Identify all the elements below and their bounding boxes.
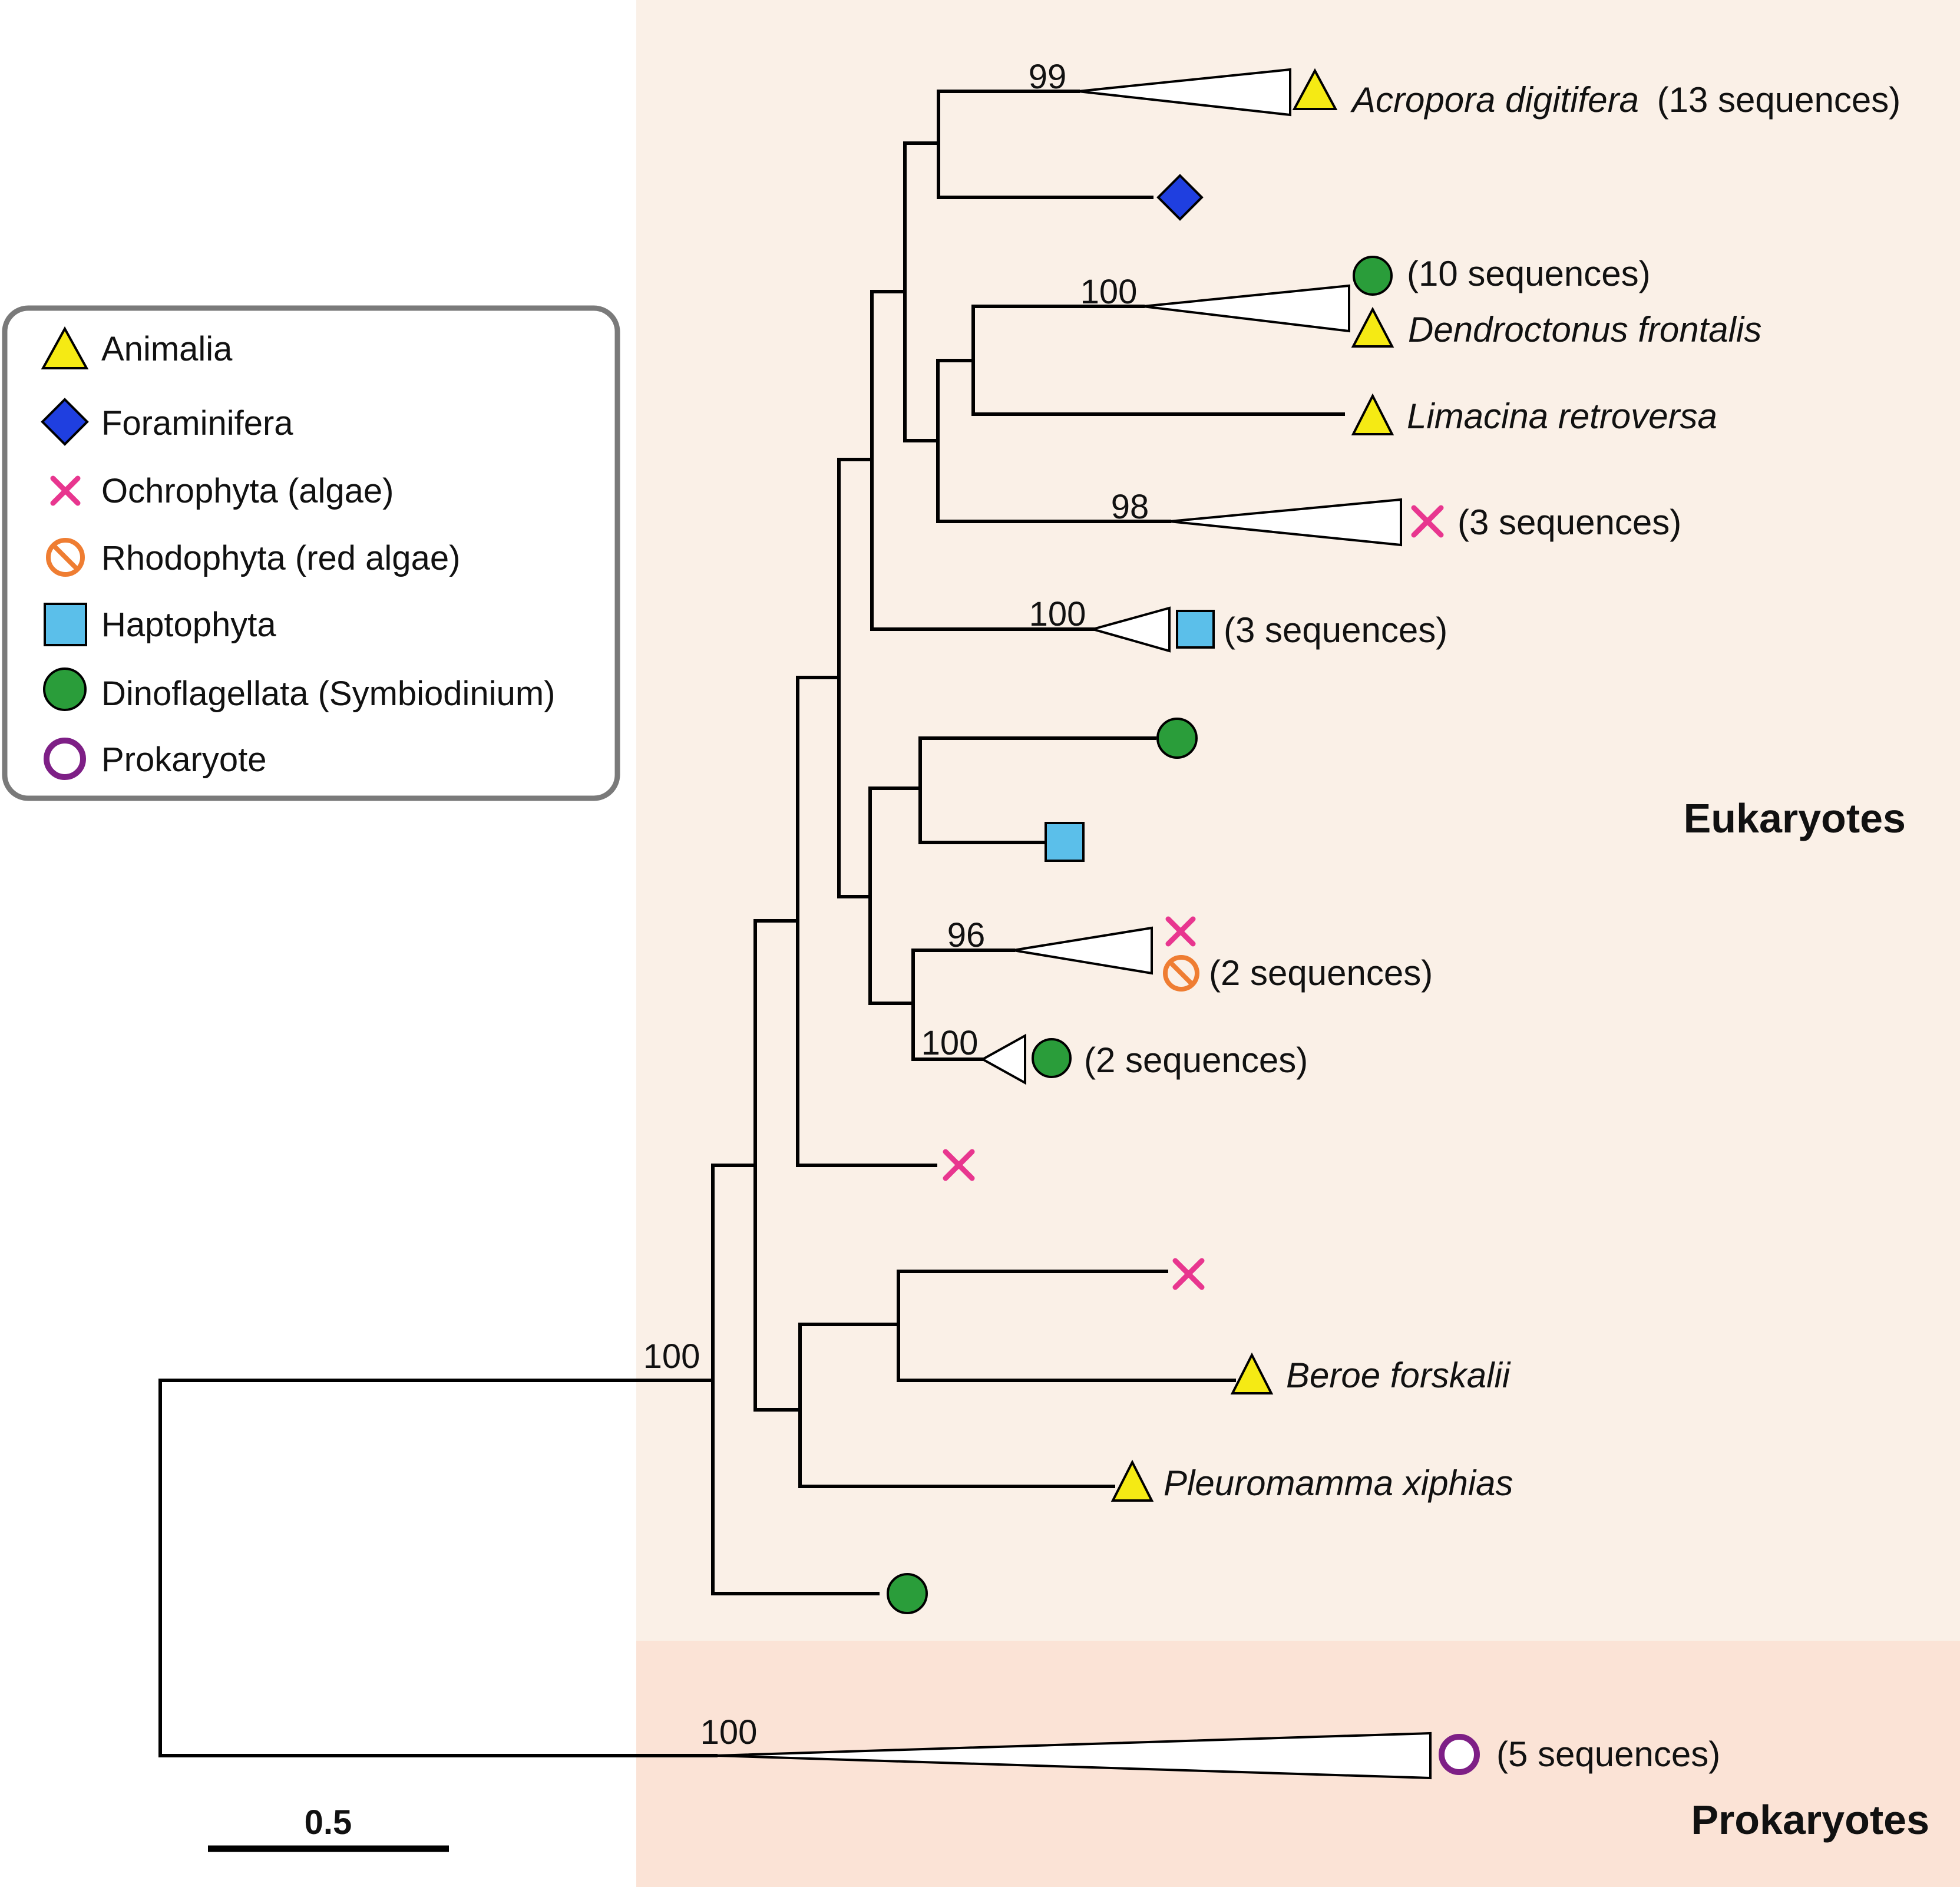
legend-label: Ochrophyta (algae) xyxy=(101,472,394,510)
foraminifera-diamond-icon xyxy=(41,398,89,446)
bootstrap-dino2: 100 xyxy=(921,1024,979,1062)
bootstrap-values: 99 100 98 100 96 100 100 100 xyxy=(643,58,1149,1751)
bootstrap-dendroctonus: 100 xyxy=(1080,273,1138,311)
taxon-count-prok5: (5 sequences) xyxy=(1496,1734,1720,1774)
bootstrap-acropora: 99 xyxy=(1029,58,1067,96)
foraminifera-diamond-icon xyxy=(1156,174,1204,221)
taxon-name-pleuromamma: Pleuromamma xiphias xyxy=(1164,1463,1513,1503)
dinoflagellata-circle-icon xyxy=(1353,256,1393,296)
taxon-label-acropora: Acropora digitifera (13 sequences) xyxy=(1350,80,1900,120)
taxon-count-dino2: (2 sequences) xyxy=(1084,1040,1308,1080)
legend-label: Dinoflagellata (Symbiodinium) xyxy=(101,675,555,713)
bootstrap-hapto3: 100 xyxy=(1029,595,1086,633)
legend-item-ochrophyta: Ochrophyta (algae) xyxy=(50,472,394,510)
wedge-ochro3 xyxy=(1169,498,1402,547)
taxon-name-acropora: Acropora digitifera xyxy=(1350,80,1639,120)
bootstrap-rhodo2: 96 xyxy=(947,916,986,954)
ochrophyta-cross-icon xyxy=(50,475,81,506)
haptophyta-square-icon xyxy=(44,603,87,646)
legend-box xyxy=(2,305,620,801)
legend-label: Foraminifera xyxy=(101,404,293,442)
animalia-triangle-icon xyxy=(1230,1352,1274,1394)
taxon-count-dino10: (10 sequences) xyxy=(1407,254,1651,293)
legend-label: Prokaryote xyxy=(101,741,266,779)
taxon-markers xyxy=(887,68,1480,1775)
legend-item-animalia: Animalia xyxy=(41,326,233,369)
tree-branches xyxy=(158,90,1345,1757)
taxon-count-acropora: (13 sequences) xyxy=(1657,80,1901,120)
legend-item-foraminifera: Foraminifera xyxy=(41,398,293,446)
rhodophyta-no-sign-icon xyxy=(1163,955,1199,992)
haptophyta-square-icon xyxy=(1045,822,1085,862)
legend-item-haptophyta: Haptophyta xyxy=(44,603,276,646)
legend-label: Rhodophyta (red algae) xyxy=(101,539,460,577)
rhodophyta-no-sign-icon xyxy=(46,538,85,577)
prokaryote-ring-icon xyxy=(44,738,86,780)
legend-item-dinoflagellata: Dinoflagellata (Symbiodinium) xyxy=(43,667,555,713)
wedge-prok5 xyxy=(715,1731,1432,1780)
taxon-name-limacina: Limacina retroversa xyxy=(1407,396,1717,436)
dinoflagellata-circle-icon xyxy=(1032,1038,1072,1078)
ochrophyta-cross-icon xyxy=(1411,505,1444,538)
wedge-dino2 xyxy=(980,1033,1026,1085)
wedge-dino10 xyxy=(1142,284,1350,333)
eukaryotes-region xyxy=(636,0,1960,1641)
legend-item-prokaryote: Prokaryote xyxy=(44,738,266,780)
bootstrap-ochro3: 98 xyxy=(1111,488,1149,526)
ochrophyta-cross-icon xyxy=(943,1149,975,1181)
animalia-triangle-icon xyxy=(1110,1459,1154,1502)
haptophyta-square-icon xyxy=(1176,610,1215,649)
taxon-count-hapto3: (3 sequences) xyxy=(1224,610,1447,650)
bootstrap-euk-root: 100 xyxy=(643,1337,700,1376)
bootstrap-prok: 100 xyxy=(700,1713,758,1751)
taxon-name-beroe: Beroe forskalii xyxy=(1286,1356,1511,1395)
animalia-triangle-icon xyxy=(1351,306,1394,348)
wedge-acropora xyxy=(1077,68,1291,117)
animalia-triangle-icon xyxy=(41,326,89,369)
dinoflagellata-circle-icon xyxy=(43,667,87,711)
region-label-prokaryotes: Prokaryotes xyxy=(1691,1797,1929,1843)
scale-bar: 0.5 xyxy=(208,1803,449,1852)
legend-label: Haptophyta xyxy=(101,606,276,644)
legend-item-rhodophyta: Rhodophyta (red algae) xyxy=(46,538,460,577)
scale-bar-label: 0.5 xyxy=(305,1803,352,1842)
animalia-triangle-icon xyxy=(1351,393,1394,435)
legend-label: Animalia xyxy=(101,330,233,368)
collapsed-clades xyxy=(715,68,1432,1780)
taxon-count-rhodo2: (2 sequences) xyxy=(1209,953,1433,993)
wedge-hapto3 xyxy=(1088,606,1171,653)
region-label-eukaryotes: Eukaryotes xyxy=(1684,795,1906,841)
animalia-triangle-icon xyxy=(1292,68,1338,110)
taxon-labels: Acropora digitifera (13 sequences) (10 s… xyxy=(1084,80,1900,1774)
taxon-name-dendroctonus: Dendroctonus frontalis xyxy=(1408,310,1761,349)
dinoflagellata-circle-icon xyxy=(887,1573,928,1614)
wedge-rhodo2 xyxy=(1013,926,1153,975)
taxon-count-ochro3: (3 sequences) xyxy=(1457,503,1681,542)
dinoflagellata-circle-icon xyxy=(1156,718,1198,759)
prokaryote-ring-icon xyxy=(1439,1734,1480,1775)
ochrophyta-cross-icon xyxy=(1165,916,1196,947)
ochrophyta-cross-icon xyxy=(1172,1258,1205,1290)
legend: Animalia Foraminifera Ochrophyta (algae)… xyxy=(2,305,620,801)
